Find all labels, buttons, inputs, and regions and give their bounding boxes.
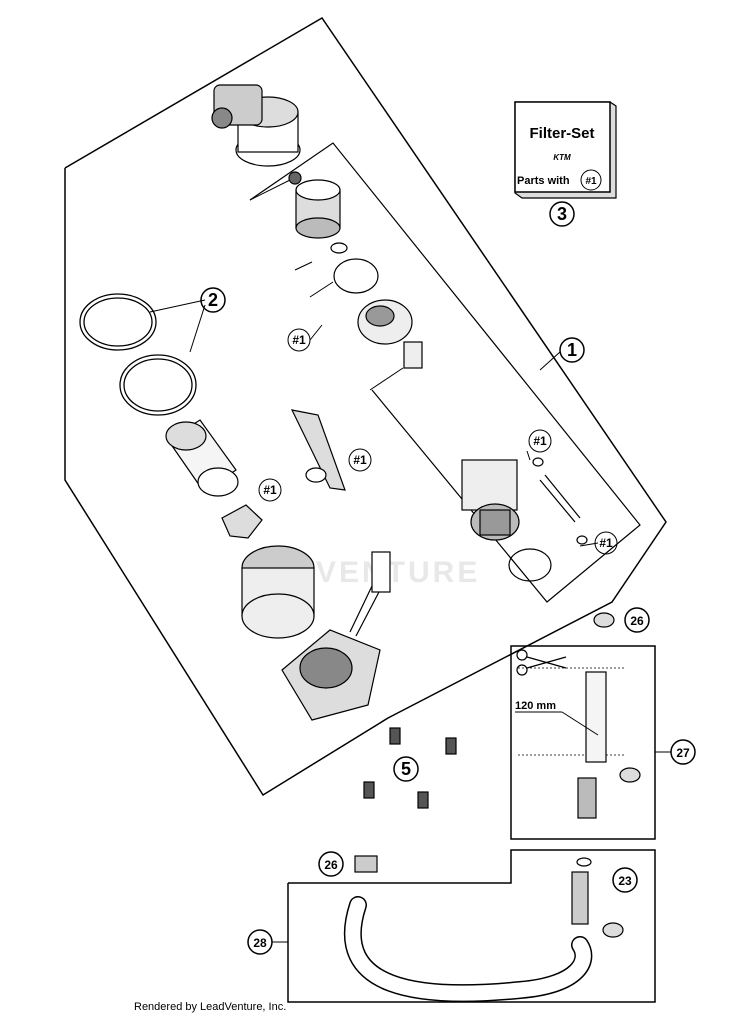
filter-ref-5-label: #1 [599,536,613,550]
hose-cut-detail-box: 120 mm [510,645,671,840]
filter-ref-1-label: #1 [292,333,306,347]
filter-set-parts-ref: #1 [585,176,597,187]
cut-length-label: 120 mm [515,700,556,712]
callout-3-label: 3 [557,204,567,224]
callout-27-label: 27 [676,746,690,760]
filter-ref-4-label: #1 [533,434,547,448]
callout-28-label: 28 [253,936,267,950]
fuel-filter-part [288,171,341,239]
filter-ref-3-label: #1 [263,483,277,497]
hose-clamp-part [593,612,615,628]
filter-set-parts-text: Parts with [517,175,570,187]
filter-set-brand: KTM [553,153,571,162]
filter-ref-2-label: #1 [353,453,367,467]
filter-set-title: Filter-Set [529,125,594,142]
scissors-icon [516,649,567,676]
filter-sleeve-part [165,419,239,497]
fuel-hose-part [343,896,593,1003]
callout-2: 2 [200,287,226,313]
seal-rings-part [79,293,197,416]
filter-ref-3: #1 [258,478,282,502]
callout-23: 23 [612,867,638,893]
filter-ref-4: #1 [528,429,552,453]
rendered-by-footer: Rendered by LeadVenture, Inc. [134,1001,287,1013]
callout-26-top-label: 26 [630,614,644,628]
o-rings-subframe [330,242,379,294]
hose-assembly-box [272,849,656,1003]
filter-ref-2: #1 [348,448,372,472]
callout-26-bottom: 26 [318,851,344,877]
leader-lines [149,179,599,547]
callout-23-label: 23 [618,874,632,888]
callout-26-bottom-label: 26 [324,858,338,872]
callout-26-top: 26 [624,607,650,633]
filter-ref-5: #1 [594,531,618,555]
watermark: VENTURE [316,556,481,589]
pressure-regulator-part [357,299,423,369]
callout-3: 3 [549,201,575,227]
callout-2-label: 2 [208,290,218,310]
callout-5-label: 5 [401,759,411,779]
pump-head-part [211,84,301,167]
callout-28: 28 [247,929,273,955]
screws-part [363,727,457,809]
callout-27: 27 [670,739,696,765]
callout-1: 1 [559,337,585,363]
fitting-part [354,855,624,938]
pump-flange-part [281,551,391,721]
callout-1-label: 1 [567,340,577,360]
filter-set-box: Filter-Set KTM Parts with #1 [514,101,617,199]
main-assembly-frame [64,16,667,797]
pump-housing-part [241,545,315,639]
callout-5: 5 [393,756,419,782]
electric-pump-part [461,457,588,582]
bracket-part [221,409,346,539]
filter-ref-1: #1 [287,328,311,352]
